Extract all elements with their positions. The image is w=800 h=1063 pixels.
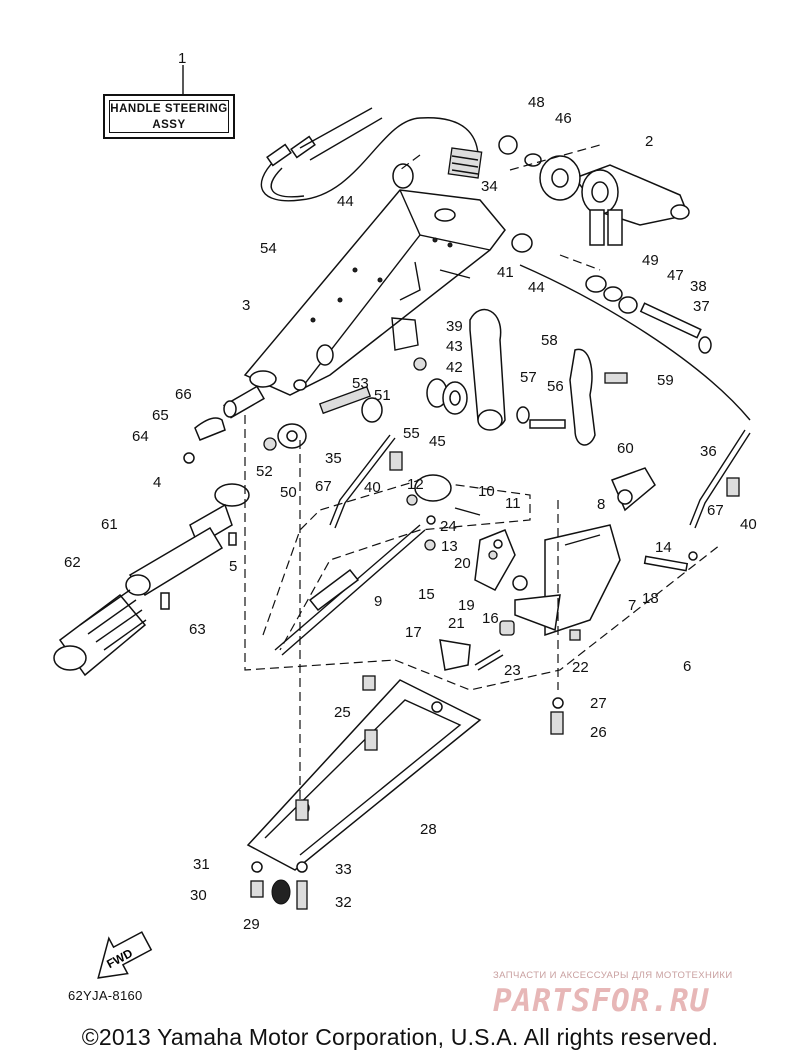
part-label: 42 xyxy=(446,359,463,376)
part-label: 52 xyxy=(256,463,273,480)
part-label: 7 xyxy=(628,597,636,614)
part-label: 11 xyxy=(505,495,521,512)
part-label: 4 xyxy=(153,474,161,491)
part-label: 20 xyxy=(454,555,471,572)
part-label: 22 xyxy=(572,659,589,676)
part-label: 53 xyxy=(352,375,369,392)
part-label: 39 xyxy=(446,318,463,335)
watermark-logo: PARTSFOR.RU xyxy=(493,983,710,1019)
handle-steering-cable xyxy=(260,107,483,202)
part-label: 10 xyxy=(478,483,495,500)
part-label: 3 xyxy=(242,297,250,314)
part-label: 2 xyxy=(645,133,653,150)
diagram-reference-code: 62YJA-8160 xyxy=(68,988,143,1003)
part-label: 32 xyxy=(335,894,352,911)
part-labels: 1 2 3 4 5 6 7 8 9 10 11 12 13 14 15 16 1… xyxy=(64,50,757,933)
assembly-label-line2: ASSY xyxy=(152,118,186,131)
part-label: 40 xyxy=(364,479,381,496)
fwd-arrow: FWD xyxy=(97,931,153,979)
part-label: 33 xyxy=(335,861,352,878)
throttle-cables xyxy=(329,264,751,529)
part-label: 34 xyxy=(481,178,498,195)
part-label: 30 xyxy=(190,887,207,904)
part-label: 25 xyxy=(334,704,351,721)
part-label: 65 xyxy=(152,407,169,424)
part-label: 35 xyxy=(325,450,342,467)
throttle-parts xyxy=(53,378,468,677)
part-label: 61 xyxy=(101,516,118,533)
part-label: 54 xyxy=(260,240,277,257)
part-label: 64 xyxy=(132,428,149,445)
part-label: 48 xyxy=(528,94,545,111)
part-label: 21 xyxy=(448,615,465,632)
part-label: 6 xyxy=(683,658,691,675)
part-label: 66 xyxy=(175,386,192,403)
part-label: 57 xyxy=(520,369,537,386)
friction-lever xyxy=(391,269,628,446)
copyright-notice: ©2013 Yamaha Motor Corporation, U.S.A. A… xyxy=(81,1024,719,1050)
part-label: 62 xyxy=(64,554,81,571)
part-label: 40 xyxy=(740,516,757,533)
part-label: 12 xyxy=(407,476,424,493)
assembly-label-box: HANDLE STEERING ASSY xyxy=(103,94,235,139)
part-label: 27 xyxy=(590,695,607,712)
part-label: 18 xyxy=(642,590,659,607)
part-label: 46 xyxy=(555,110,572,127)
part-label: 15 xyxy=(418,586,435,603)
part-label: 38 xyxy=(690,278,707,295)
part-label: 24 xyxy=(440,518,457,535)
part-label: 1 xyxy=(178,50,186,67)
assembly-label-line1: HANDLE STEERING xyxy=(110,102,228,115)
part-label: 44 xyxy=(337,193,354,210)
part-label: 56 xyxy=(547,378,564,395)
part-label: 67 xyxy=(707,502,724,519)
part-label: 9 xyxy=(374,593,382,610)
part-label: 36 xyxy=(700,443,717,460)
part-label: 58 xyxy=(541,332,558,349)
part-label: 51 xyxy=(374,387,391,404)
part-label: 60 xyxy=(617,440,634,457)
part-label: 43 xyxy=(446,338,463,355)
part-label: 59 xyxy=(657,372,674,389)
part-label: 26 xyxy=(590,724,607,741)
part-label: 50 xyxy=(280,484,297,501)
base-plate xyxy=(246,675,564,910)
part-label: 63 xyxy=(189,621,206,638)
part-label: 44 xyxy=(528,279,545,296)
watermark: ЗАПЧАСТИ И АКСЕССУАРЫ ДЛЯ МОТОТЕХНИКИ PA… xyxy=(493,970,788,1019)
part-label: 19 xyxy=(458,597,475,614)
tiller-arm xyxy=(243,189,506,396)
part-label: 41 xyxy=(497,264,514,281)
part-label: 31 xyxy=(193,856,210,873)
part-label: 5 xyxy=(229,558,237,575)
grouping-lines xyxy=(182,65,559,800)
part-label: 29 xyxy=(243,916,260,933)
part-label: 14 xyxy=(655,539,672,556)
part-label: 49 xyxy=(642,252,659,269)
part-label: 28 xyxy=(420,821,437,838)
watermark-tagline: ЗАПЧАСТИ И АКСЕССУАРЫ ДЛЯ МОТОТЕХНИКИ xyxy=(493,970,733,981)
bracket-assembly xyxy=(392,135,712,354)
part-label: 8 xyxy=(597,496,605,513)
part-label: 37 xyxy=(693,298,710,315)
throttle-linkage xyxy=(262,467,721,691)
part-label: 45 xyxy=(429,433,446,450)
part-label: 47 xyxy=(667,267,684,284)
part-label: 17 xyxy=(405,624,422,641)
part-label: 23 xyxy=(504,662,521,679)
part-label: 55 xyxy=(403,425,420,442)
part-label: 67 xyxy=(315,478,332,495)
part-label: 13 xyxy=(441,538,458,555)
part-label: 16 xyxy=(482,610,499,627)
